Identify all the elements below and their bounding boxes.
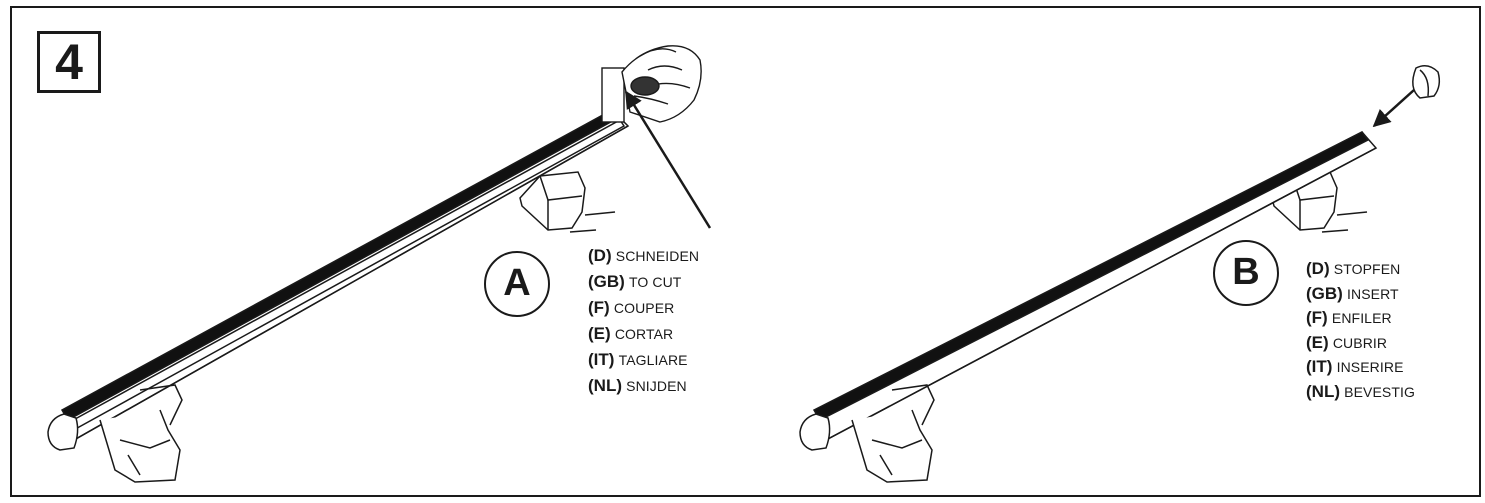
instruction-item: (E) CORTAR (588, 324, 674, 343)
instruction-item: (GB) TO CUT (588, 272, 682, 291)
step-number: 4 (37, 31, 101, 93)
instruction-item: (D) SCHNEIDEN (588, 246, 700, 265)
instruction-item: (IT) TAGLIARE (588, 350, 688, 369)
arrow-icon (1372, 89, 1415, 128)
instruction-list-a: (D) SCHNEIDEN (GB) TO CUT (F) COUPER (E)… (588, 243, 699, 399)
instruction-item: (IT) INSERIRE (1306, 357, 1404, 376)
instruction-list-b: (D) STOPFEN (GB) INSERT (F) ENFILER (E) … (1306, 257, 1415, 404)
instruction-item: (NL) SNIJDEN (588, 376, 687, 395)
instruction-item: (NL) BEVESTIG (1306, 381, 1415, 401)
roof-bar-illustration (799, 131, 1378, 483)
hand-cutting-illustration (601, 45, 712, 229)
end-cap-illustration (1412, 65, 1441, 99)
instruction-item: (F) ENFILER (1306, 308, 1392, 327)
instruction-item: (D) STOPFEN (1306, 259, 1401, 278)
instruction-item: (GB) INSERT (1306, 283, 1399, 303)
roof-bar-illustration (47, 109, 630, 483)
instruction-item: (F) COUPER (588, 298, 675, 317)
panel-label-a: A (484, 251, 550, 317)
panel-label-b: B (1213, 240, 1279, 306)
instruction-frame (10, 6, 1481, 497)
instruction-item: (E) CUBRIR (1306, 332, 1388, 352)
